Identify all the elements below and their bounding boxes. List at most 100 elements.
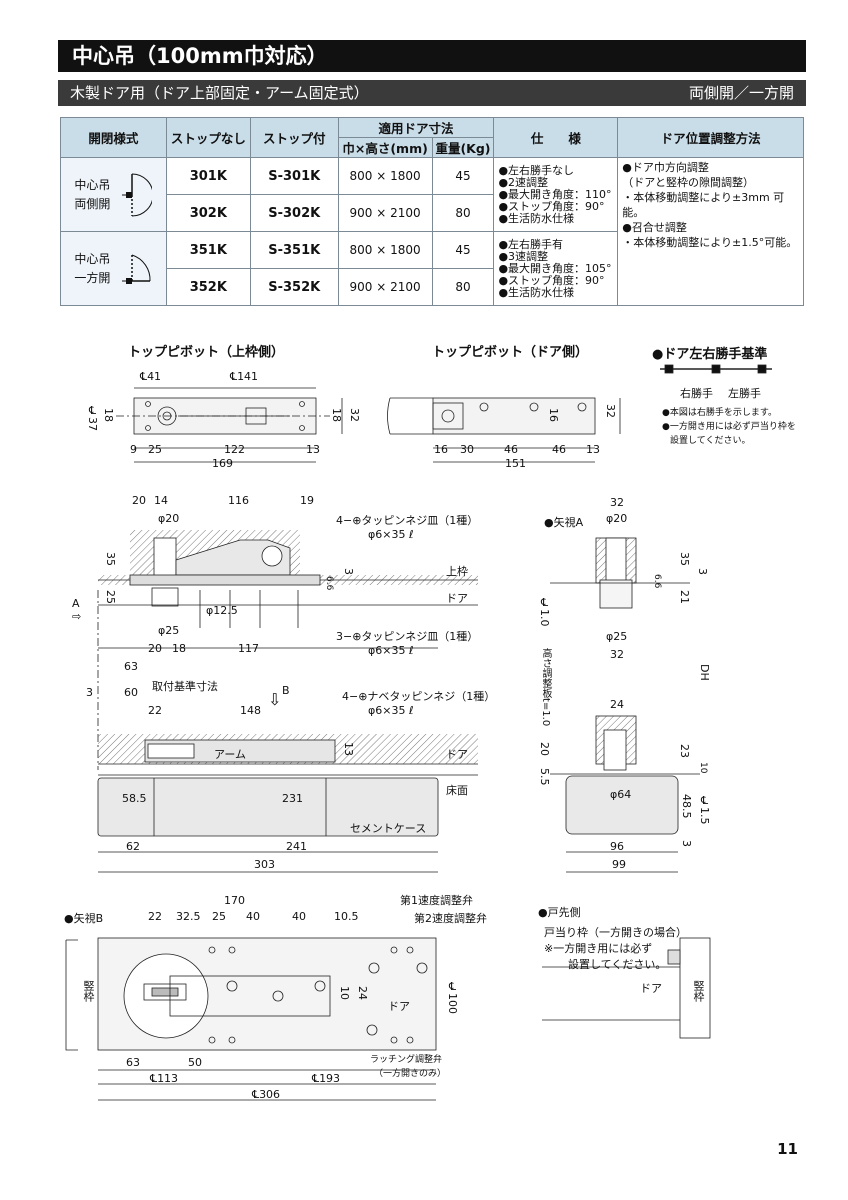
- th-no-stop: ストップなし: [165, 117, 251, 158]
- dim-label: 13: [586, 443, 600, 456]
- dim-label: ℄193: [312, 1072, 341, 1085]
- hand-note: ●本図は右勝手を示します。: [662, 408, 777, 418]
- dim-label: 6.6: [324, 576, 334, 591]
- pivot-door-plate: [432, 397, 596, 435]
- dim-label: 22: [148, 910, 162, 923]
- view-b-title: ●矢視B: [64, 912, 104, 925]
- dim-label: 20: [132, 494, 146, 507]
- latch-label: ラッチング調整弁: [370, 1055, 443, 1065]
- screw-note: 3−⊕タッピンネジ皿（1種）: [336, 630, 479, 643]
- dim-label: 30: [460, 443, 474, 456]
- dim-label: 46: [504, 443, 518, 456]
- weight-cell: 45: [431, 231, 495, 269]
- type-label: 一方開: [74, 270, 111, 285]
- dim-label: 3: [696, 568, 709, 575]
- th-stop: ストップ付: [249, 117, 339, 158]
- model-cell: 351K: [165, 231, 251, 269]
- dim-label: 5.5: [538, 768, 551, 786]
- dim-label: 35: [104, 552, 117, 566]
- screw-note: 4−⊕ナベタッピンネジ（1種）: [342, 690, 496, 703]
- dim-label: 99: [612, 858, 626, 871]
- dim-label: 19: [300, 494, 314, 507]
- latch-note: （一方開きのみ）: [374, 1069, 447, 1079]
- case-label: セメントケース: [350, 822, 427, 835]
- type-label: 中心吊: [74, 177, 111, 192]
- dim-label: 32: [348, 408, 361, 422]
- mount-ref-label: 取付基準寸法: [152, 680, 218, 693]
- dim-label: 32: [604, 404, 617, 418]
- adjust-item: （ドアと竪枠の隙間調整）: [622, 176, 755, 189]
- dim-label: 6.6: [652, 574, 662, 589]
- model-cell: S-351K: [249, 231, 339, 269]
- dim-label: 60: [124, 686, 138, 699]
- spec-cell: ●左右勝手なし ●2速調整 ●最大開き角度：110° ●ストップ角度：90° ●…: [493, 157, 619, 232]
- hand-note: 設置してください。: [670, 436, 751, 446]
- subtitle-bar: 木製ドア用（ドア上部固定・アーム固定式） 両側開／一方開: [58, 80, 806, 106]
- spec-item: ●2速調整: [498, 175, 549, 189]
- dim-label: ℄113: [150, 1072, 179, 1085]
- spec-item: ●左右勝手有: [498, 237, 564, 251]
- door-end-title: ●戸先側: [538, 906, 581, 919]
- th-type: 開閉様式: [60, 117, 167, 158]
- dim-label: 18: [330, 408, 343, 422]
- view-a-title: ●矢視A: [544, 516, 584, 529]
- stopper-note: ※一方開き用には必ず: [544, 942, 653, 955]
- hand-right-label: 右勝手: [680, 387, 713, 400]
- adjust-item: ●召合せ調整: [622, 221, 687, 234]
- dim-label: ℄306: [252, 1088, 281, 1101]
- adjust-item: ・本体移動調整により±1.5°可能。: [622, 236, 798, 249]
- spec-item: ●左右勝手なし: [498, 163, 575, 177]
- pivot-door-title: トップピボット（ドア側）: [432, 345, 589, 360]
- dim-label: 18: [172, 642, 186, 655]
- dim-label: 117: [238, 642, 259, 655]
- frame-label: 竪枠: [82, 980, 95, 1002]
- subtitle-left: 木製ドア用（ドア上部固定・アーム固定式）: [70, 84, 369, 102]
- dim-label: 58.5: [122, 792, 147, 805]
- size-cell: 800 × 1800: [337, 157, 433, 195]
- dim-label: 25: [104, 590, 117, 604]
- dim-label: 3: [342, 568, 355, 575]
- dim-label: 10: [338, 986, 351, 1000]
- dim-label: 35: [678, 552, 691, 566]
- dim-label: 32: [610, 496, 624, 509]
- type-cell: 中心吊 両側開: [60, 157, 167, 232]
- dim-label: 18: [102, 408, 115, 422]
- spec-item: ●ストップ角度：90°: [498, 199, 605, 213]
- dim-label: 25: [212, 910, 226, 923]
- dim-label: 13: [342, 742, 355, 756]
- dim-label: 48.5: [680, 794, 693, 819]
- th-door-size: 適用ドア寸法: [337, 117, 495, 138]
- pivot-frame-title: トップピボット（上枠側）: [128, 345, 285, 360]
- th-adjust: ドア位置調整方法: [617, 117, 804, 158]
- dim-label: ℄41: [140, 370, 162, 383]
- hand-ref-title: ●ドア左右勝手基準: [652, 347, 768, 362]
- spec-item: ●3速調整: [498, 249, 549, 263]
- page-number: 11: [777, 1140, 798, 1158]
- dim-label: ℄1.5: [698, 794, 711, 825]
- dim-label: 10: [698, 762, 708, 774]
- dim-label: 40: [246, 910, 260, 923]
- dim-label: φ12.5: [206, 604, 238, 617]
- dim-label: 169: [212, 457, 233, 470]
- adjust-item: ●ドア巾方向調整: [622, 161, 709, 174]
- adjust-cell: ●ドア巾方向調整 （ドアと竪枠の隙間調整） ・本体移動調整により±3mm 可能。…: [617, 157, 804, 306]
- arrow-a-label: A: [72, 597, 80, 610]
- spec-item: ●ストップ角度：90°: [498, 273, 605, 287]
- dim-label: 231: [282, 792, 303, 805]
- dim-label: φ20: [158, 512, 180, 525]
- dim-label: φ25: [606, 630, 628, 643]
- arm-label: アーム: [214, 748, 247, 761]
- dim-label: ℄141: [230, 370, 259, 383]
- arrow-a-icon: ⇨: [72, 610, 82, 623]
- model-cell: S-302K: [249, 194, 339, 232]
- dim-label: 32: [610, 648, 624, 661]
- dim-label: 13: [306, 443, 320, 456]
- dim-label: 63: [124, 660, 138, 673]
- model-cell: 301K: [165, 157, 251, 195]
- adjust-item: ・本体移動調整により±3mm 可能。: [622, 191, 785, 219]
- double-swing-icon: [122, 173, 153, 216]
- page-title: 中心吊（100mm巾対応）: [58, 40, 806, 72]
- dim-label: 16: [434, 443, 448, 456]
- hand-left-label: 左勝手: [728, 387, 761, 400]
- door-label: ドア: [388, 1000, 410, 1013]
